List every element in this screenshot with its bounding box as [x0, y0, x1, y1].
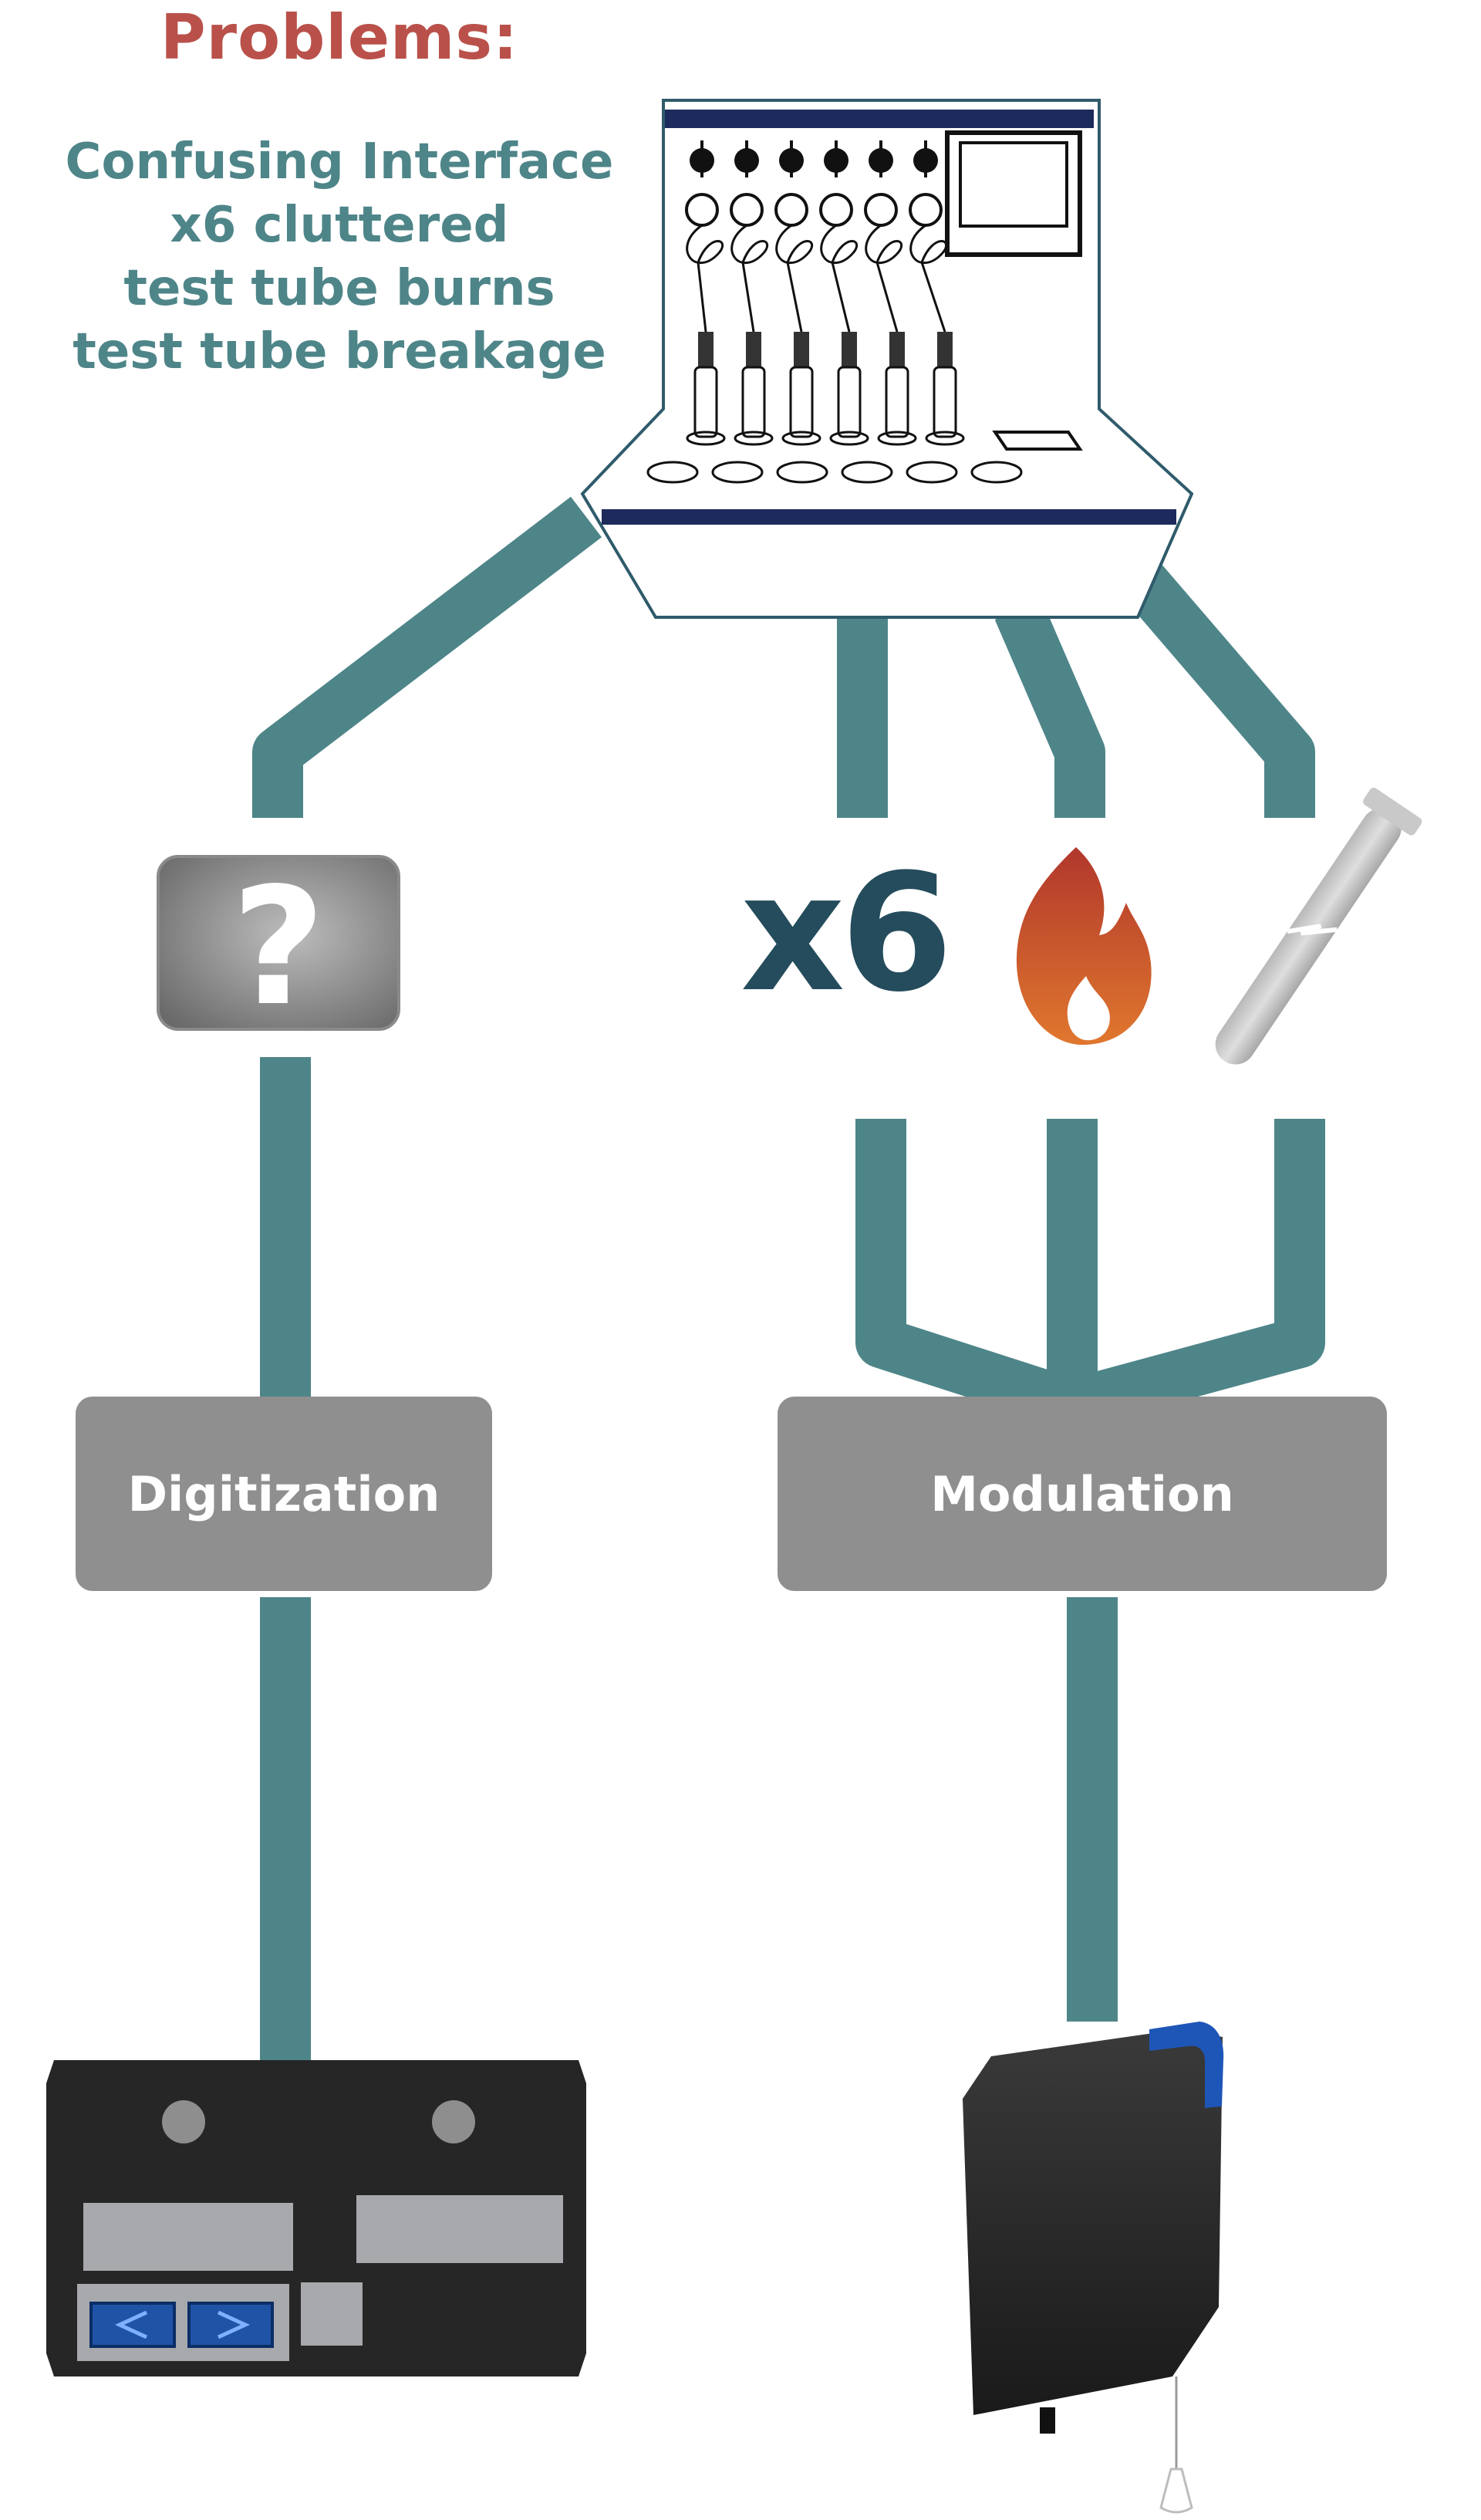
station-clamp — [794, 332, 809, 367]
station-clamp — [937, 332, 953, 367]
station-clamp — [698, 332, 714, 367]
station-hose — [730, 224, 769, 333]
panel-knob-right — [432, 2100, 475, 2143]
connector-to-tube — [1114, 554, 1315, 818]
station-tube-base — [686, 431, 726, 446]
station-test-tube — [741, 366, 766, 438]
station-clamp — [889, 332, 905, 367]
station-clamp — [842, 332, 857, 367]
station-valve-knob — [690, 148, 714, 173]
station-tube-base — [734, 431, 774, 446]
device-nozzle — [1040, 2407, 1055, 2434]
station-valve-knob — [869, 148, 893, 173]
station-well — [906, 461, 958, 484]
apparatus-body — [580, 99, 1194, 619]
broken-test-tube-icon — [1215, 787, 1422, 1065]
station-valve-knob — [913, 148, 938, 173]
apparatus-tray — [992, 431, 1083, 451]
station-hose — [909, 224, 948, 333]
apparatus-stations — [646, 140, 1023, 484]
station-tube-base — [877, 431, 917, 446]
stage-digitization: Digitization — [76, 1397, 492, 1591]
station-well — [711, 461, 764, 484]
connector-tube-merge — [1065, 1119, 1325, 1429]
station-well — [776, 461, 828, 484]
station-test-tube — [933, 366, 957, 438]
station-test-tube — [789, 366, 814, 438]
station-valve-knob — [734, 148, 759, 173]
apparatus-bottom-bar — [602, 509, 1176, 525]
problem-item-3: test tube burns — [123, 260, 555, 317]
station-test-tube — [693, 366, 718, 438]
station-well — [970, 461, 1023, 484]
station-tube-base — [781, 431, 821, 446]
apparatus-screen-outer — [945, 130, 1082, 257]
station-clamp — [746, 332, 761, 367]
question-mark: ? — [231, 853, 326, 1042]
station-well — [841, 461, 893, 484]
panel-prev-button — [89, 2302, 176, 2348]
station-tube-base — [829, 431, 869, 446]
station-well — [646, 461, 699, 484]
connector-to-flame — [994, 599, 1105, 818]
flame-icon — [1016, 847, 1152, 1045]
heater-block-device — [963, 2022, 1224, 2514]
x6-multiplier-label: x6 — [740, 839, 953, 1028]
device-vial — [1159, 2468, 1193, 2514]
panel-display-right — [356, 2195, 563, 2263]
station-valve-knob — [824, 148, 848, 173]
station-valve-knob — [779, 148, 804, 173]
station-tube-base — [925, 431, 965, 446]
problem-item-4: test tube breakage — [73, 323, 606, 380]
connector-x6-merge — [855, 1119, 1081, 1429]
six-station-apparatus — [580, 99, 1194, 619]
station-hose — [820, 224, 859, 333]
question-icon: ? — [157, 853, 400, 1042]
device-blue-clip — [1149, 2022, 1224, 2108]
panel-display-left — [83, 2203, 293, 2271]
station-hose — [865, 224, 903, 333]
problems-title: Problems: — [160, 2, 518, 73]
panel-knob-left — [162, 2100, 205, 2143]
connector-lines — [252, 496, 1325, 2068]
apparatus-top-bar — [665, 110, 1094, 128]
connector-to-question — [252, 496, 602, 818]
problem-item-2: x6 cluttered — [170, 197, 509, 254]
panel-next-button — [187, 2302, 274, 2348]
station-hose — [686, 224, 724, 333]
station-hose — [775, 224, 814, 333]
problem-item-1: Confusing Interface — [65, 133, 614, 191]
control-panel-device — [46, 2060, 586, 2376]
station-test-tube — [885, 366, 909, 438]
apparatus-screen-inner — [959, 141, 1068, 228]
panel-small-square — [301, 2282, 363, 2346]
station-test-tube — [837, 366, 862, 438]
stage-modulation: Modulation — [778, 1397, 1387, 1591]
